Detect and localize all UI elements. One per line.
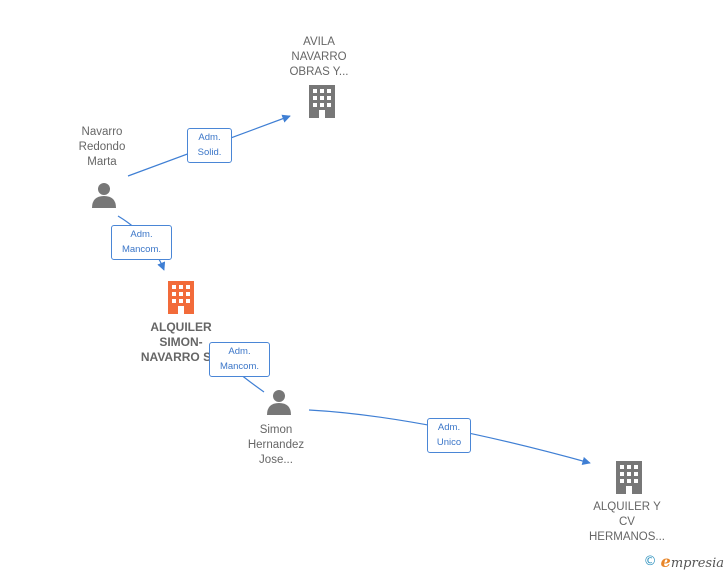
brand-logo-initial: e (660, 551, 671, 571)
node-label-line: HERMANOS... (588, 531, 666, 543)
node-label-alquiler-cv[interactable]: ALQUILER Y CV HERMANOS... (572, 500, 682, 545)
brand-footer[interactable]: © empresia (644, 551, 724, 571)
edge-badge-adm-mancom[interactable]: Adm. Mancom. (111, 225, 172, 260)
building-icon[interactable] (165, 280, 197, 316)
node-label-line: NAVARRO S... (140, 350, 222, 364)
edge-badge-line: Solid. (197, 147, 222, 158)
node-label-line: Marta (87, 156, 117, 168)
node-label-simon[interactable]: Simon Hernandez Jose... (221, 423, 331, 468)
node-label-line: ALQUILER (150, 320, 212, 334)
node-label-line: SIMON- (159, 335, 203, 349)
node-label-line: Hernandez (247, 439, 305, 451)
building-icon[interactable] (306, 84, 338, 120)
copyright-icon: © (643, 553, 657, 569)
brand-logo: empresia (661, 552, 724, 571)
node-label-line: ALQUILER Y (593, 501, 661, 513)
edge-badge-adm-unico[interactable]: Adm. Unico (427, 418, 471, 453)
person-icon[interactable] (265, 388, 293, 416)
node-label-navarro[interactable]: Navarro Redondo Marta (47, 125, 157, 170)
edge-badge-line: Mancom. (121, 244, 162, 255)
node-label-line: Navarro (81, 126, 123, 138)
edge-badge-line: Adm. (198, 132, 221, 143)
node-label-alquiler-simon[interactable]: ALQUILER SIMON- NAVARRO S... (126, 320, 236, 365)
building-icon[interactable] (613, 460, 645, 496)
node-label-line: Redondo (78, 141, 126, 153)
node-label-line: Jose... (259, 454, 293, 466)
node-label-line: CV (619, 516, 635, 528)
node-label-avila[interactable]: AVILA NAVARRO OBRAS Y... (264, 35, 374, 80)
node-label-line: NAVARRO (291, 51, 347, 63)
node-label-line: Simon (259, 424, 293, 436)
node-label-line: OBRAS Y... (289, 66, 349, 78)
node-label-line: AVILA (303, 36, 335, 48)
edge-badge-line: Adm. (130, 229, 153, 240)
edge-badge-line: Unico (436, 437, 462, 448)
edge-badge-line: Adm. (437, 422, 461, 433)
edge-badge-line: Mancom. (219, 361, 260, 372)
edge-badge-adm-mancom[interactable]: Adm. Mancom. (209, 342, 270, 377)
edge-badge-line: Adm. (228, 346, 251, 357)
brand-logo-rest: mpresia (670, 555, 724, 571)
edge-badge-adm-solid[interactable]: Adm. Solid. (187, 128, 232, 163)
person-icon[interactable] (90, 181, 118, 209)
